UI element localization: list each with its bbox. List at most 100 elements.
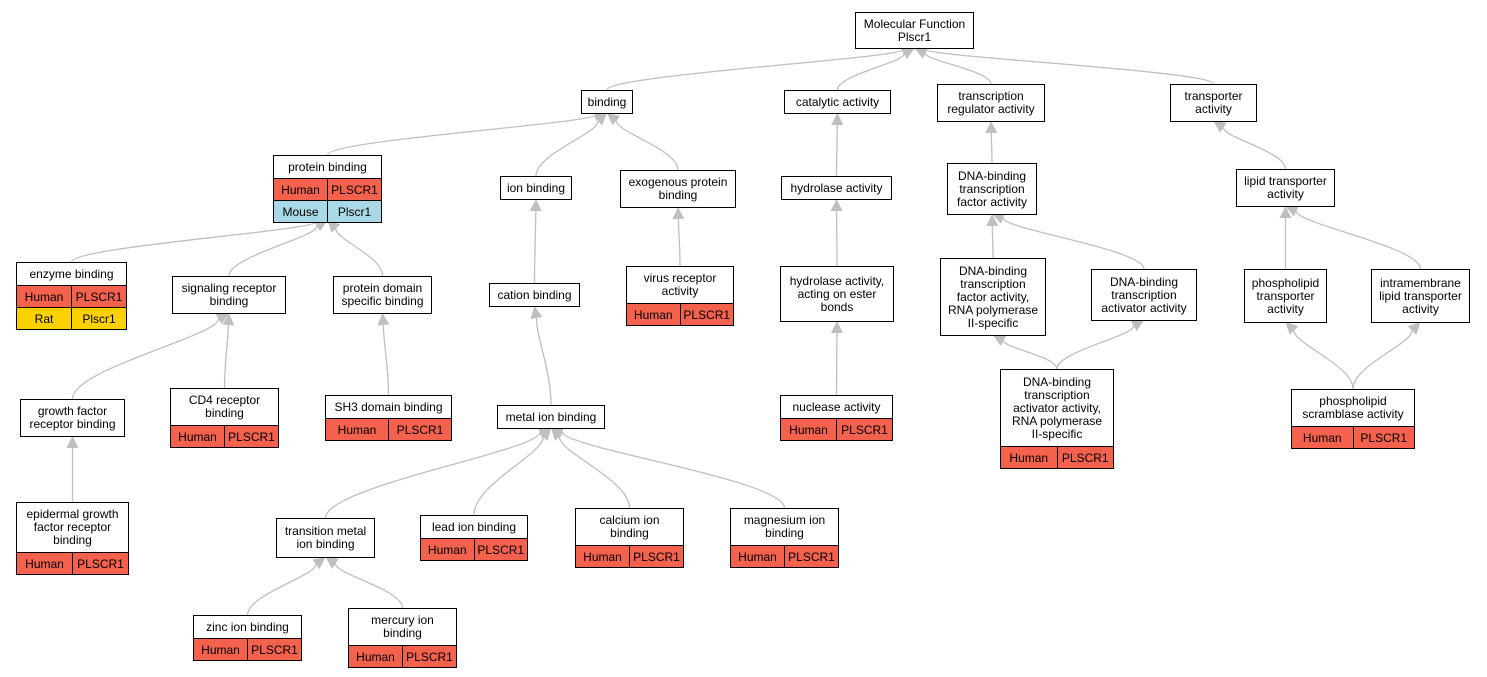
gene-cell: PLSCR1	[402, 646, 456, 667]
go-term-node-dbtfa[interactable]: DNA-binding transcription factor activit…	[947, 163, 1037, 215]
go-term-label: enzyme binding	[29, 266, 114, 281]
go-term-label: calcium ion binding	[599, 513, 660, 540]
go-term-label: cation binding	[497, 287, 572, 302]
edge-lead-to-metal	[473, 436, 544, 516]
gene-cell: PLSCR1	[836, 419, 892, 440]
go-term-node-mf[interactable]: Molecular Function Plscr1	[855, 12, 974, 49]
go-term-node-egfrb[interactable]: epidermal growth factor receptor binding…	[16, 502, 129, 575]
go-term-label: transition metal ion binding	[284, 524, 367, 551]
arrowhead-icon	[222, 313, 235, 326]
go-term-label: hydrolase activity, acting on ester bond…	[789, 273, 885, 314]
edge-scramblase-to-phospho_ta	[1293, 330, 1354, 390]
go-term-node-dbtfa-pol2[interactable]: DNA-binding transcription factor activit…	[940, 258, 1046, 336]
go-term-label: phospholipid scramblase activity	[1302, 394, 1404, 421]
edge-scramblase-to-intramem	[1352, 330, 1413, 390]
gene-cell: Plscr1	[71, 308, 126, 329]
go-term-label: binding	[587, 94, 627, 109]
go-term-node-catalytic[interactable]: catalytic activity	[784, 90, 891, 114]
go-term-node-pdsb[interactable]: protein domain specific binding	[333, 276, 432, 314]
edge-hydrolase-to-catalytic	[835, 124, 838, 177]
edge-cd4-to-signaling	[223, 324, 229, 389]
go-term-label: phospholipid transporter activity	[1251, 275, 1320, 316]
go-term-label: magnesium ion binding	[743, 513, 826, 540]
go-term-node-gfrb[interactable]: growth factor receptor binding	[20, 399, 125, 437]
edge-virus-to-exo	[677, 218, 681, 267]
go-term-node-phospho-ta[interactable]: phospholipid transporter activity	[1244, 269, 1327, 323]
edge-dbtaa_pol2-to-dbtaa	[1056, 325, 1135, 370]
go-term-node-lipid[interactable]: lipid transporter activity	[1236, 169, 1335, 207]
go-term-node-signaling[interactable]: signaling receptor binding	[172, 276, 286, 314]
go-term-node-dbtaa-pol2[interactable]: DNA-binding transcription activator acti…	[1000, 369, 1114, 469]
edge-dbtfa-to-tra	[990, 132, 993, 164]
arrowhead-icon	[607, 113, 621, 126]
edge-lipid-to-transporter	[1222, 127, 1287, 170]
edge-binding-to-mf	[606, 49, 904, 91]
go-term-node-tra[interactable]: transcription regulator activity	[937, 84, 1045, 122]
go-term-label: metal ion binding	[505, 409, 597, 424]
species-cell: Human	[25, 556, 64, 571]
go-term-node-intramem[interactable]: intramembrane lipid transporter activity	[1371, 269, 1470, 323]
edge-metal-to-cation	[535, 317, 552, 406]
edge-pdsb-to-protein_binding	[335, 228, 384, 277]
go-term-node-cation[interactable]: cation binding	[489, 283, 580, 307]
go-term-node-ion-binding[interactable]: ion binding	[500, 176, 572, 200]
edge-magnesium-to-metal	[561, 431, 786, 509]
gene-cell: PLSCR1	[784, 546, 838, 567]
edge-signaling-to-protein_binding	[228, 225, 318, 277]
arrowhead-icon	[672, 207, 685, 220]
arrowhead-icon	[551, 426, 565, 438]
arrowhead-icon	[594, 113, 607, 126]
species-cell: Human	[178, 429, 217, 444]
edge-zinc-to-transition	[246, 563, 317, 616]
go-term-node-dbtaa[interactable]: DNA-binding transcription activator acti…	[1091, 269, 1197, 321]
arrowhead-icon	[1407, 322, 1421, 335]
arrowhead-icon	[325, 557, 339, 569]
go-term-label: CD4 receptor binding	[188, 393, 261, 420]
go-term-label: growth factor receptor binding	[29, 404, 116, 431]
arrowhead-icon	[377, 313, 390, 326]
go-term-label: DNA-binding transcription activator acti…	[1101, 274, 1187, 315]
edge-transition-to-metal	[324, 432, 541, 519]
go-term-label: DNA-binding transcription factor activit…	[947, 263, 1039, 330]
arrowhead-icon	[215, 313, 229, 325]
species-cell: Human	[281, 182, 320, 197]
go-term-node-hyd-ester[interactable]: hydrolase activity, acting on ester bond…	[780, 266, 894, 322]
arrowhead-icon	[1279, 206, 1292, 218]
go-term-label: hydrolase activity	[790, 180, 883, 195]
go-term-node-binding[interactable]: binding	[581, 90, 633, 114]
go-term-node-hydrolase[interactable]: hydrolase activity	[781, 176, 892, 200]
go-term-node-transition[interactable]: transition metal ion binding	[276, 518, 375, 558]
edge-intramem-to-lipid	[1295, 210, 1422, 270]
go-term-node-metal[interactable]: metal ion binding	[497, 405, 605, 429]
gene-cell: PLSCR1	[1352, 427, 1415, 448]
gene-cell: PLSCR1	[629, 546, 683, 567]
arrowhead-icon	[66, 436, 79, 448]
species-cell: Human	[24, 289, 64, 304]
arrowhead-icon	[1285, 205, 1299, 217]
arrowhead-icon	[312, 557, 326, 570]
go-term-label: epidermal growth factor receptor binding	[26, 507, 119, 547]
go-term-node-exo[interactable]: exogenous protein binding	[620, 170, 736, 208]
go-term-label: virus receptor activity	[643, 271, 717, 298]
go-term-node-transporter[interactable]: transporter activity	[1170, 84, 1257, 122]
go-term-label: exogenous protein binding	[628, 175, 728, 202]
